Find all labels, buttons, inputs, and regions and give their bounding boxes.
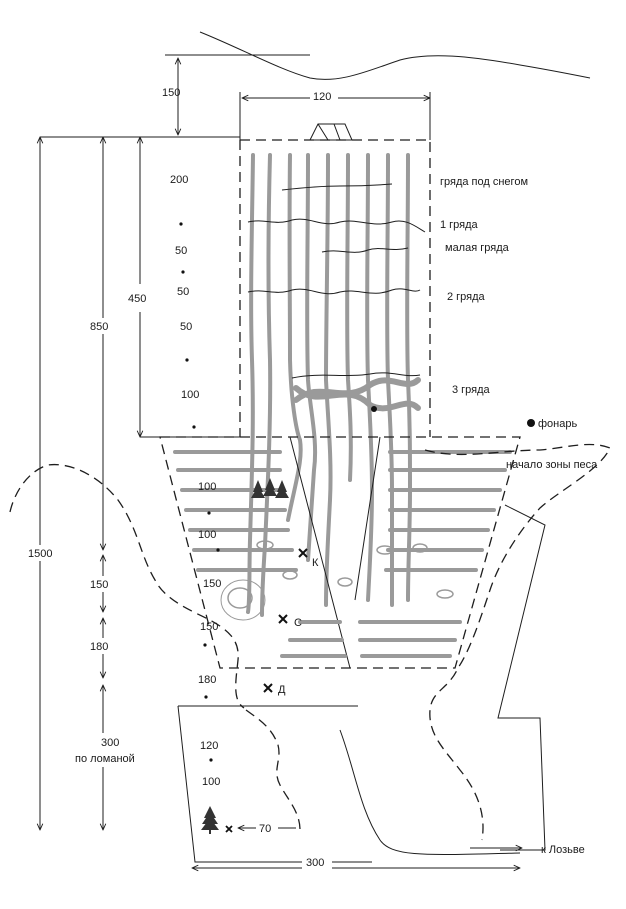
inner-dot [192,425,196,429]
ridge-3-point [371,406,377,412]
ridge-1-line [247,218,426,233]
dim-180-left-bg [88,638,116,654]
marker-k: К [298,548,319,569]
dim-300: 300 [101,737,119,749]
dim-150-top: 150 [162,87,180,99]
right-boundary-dashed [424,443,611,841]
ridge-contour-line [199,31,591,80]
tree-icon [201,806,219,834]
inner-200: 200 [170,174,188,186]
inner-dot [207,511,211,515]
inner-180: 180 [198,674,216,686]
ridge-2-line [247,288,421,295]
dim-180-left: 180 [90,641,108,653]
inner-100-bottom: 100 [202,776,220,788]
inner-100-b: 100 [198,529,216,541]
left-boundary-dashed [9,463,245,709]
svg-text:С: С [294,617,302,629]
sand-zone-start-line [289,436,381,669]
tree-icon [251,478,289,498]
dim-70: 70 [259,823,271,835]
boulders [220,540,454,621]
upper-zone-outline [239,139,431,437]
hatching-sand [173,450,512,658]
dim-1500-bg [26,545,58,561]
ridge-under-snow-line [281,183,393,191]
dim-70-bg [256,820,278,834]
inner-150-a: 150 [203,578,221,590]
label-ridge-1: 1 гряда [440,219,479,231]
right-solid-boundary [497,504,546,851]
inner-dot [204,695,208,699]
label-lantern: фонарь [538,418,577,430]
dim-850-bg [88,318,116,334]
lantern-dot-icon [527,419,535,427]
svg-text:К: К [312,557,319,569]
inner-dot [185,358,189,362]
small-ridge-line [321,247,409,253]
dim-150-left-bg [88,576,116,592]
inner-50-b: 50 [177,286,189,298]
dim-300-bg [70,733,160,767]
label-sand-zone-start: начало зоны песа [506,459,598,471]
marker-x-bottom [225,825,233,833]
dim-850: 850 [90,321,108,333]
dim-120: 120 [313,91,331,103]
inner-50-c: 50 [180,321,192,333]
tent-icon [309,123,353,141]
inner-dot [179,222,183,226]
marker-d: Д [263,683,286,696]
dim-450: 450 [128,293,146,305]
inner-100-top: 100 [181,389,199,401]
inner-100-a: 100 [198,481,216,493]
label-small-ridge: малая гряда [445,242,510,254]
dim-450-bg [128,284,152,312]
dim-150-left: 150 [90,579,108,591]
inner-dot [203,643,207,647]
inner-dot [181,270,185,274]
dim-bottom-300: 300 [306,857,324,869]
ridge-3-rocks [291,372,421,412]
inner-50-a: 50 [175,245,187,257]
inner-dot [209,758,213,762]
label-ridge-3: 3 гряда [452,384,491,396]
bottom-polyline [339,729,521,855]
svg-text:Д: Д [278,684,286,696]
dim-1500: 1500 [28,548,52,560]
label-ridge-2: 2 гряда [447,291,486,303]
inner-120: 120 [200,740,218,752]
dim-along-polyline: по ломаной [75,753,135,765]
dim-120-bg [310,89,338,103]
inner-dot [216,548,220,552]
inner-150-b: 150 [200,621,218,633]
label-ridge-under-snow: гряда под снегом [440,176,528,188]
marker-s: С [278,614,302,629]
stream-dashed [245,709,301,831]
label-to-lozva: к Лозьве [541,844,585,856]
lower-zone-outline [159,436,521,669]
dim-bottom-300-bg [302,855,332,870]
